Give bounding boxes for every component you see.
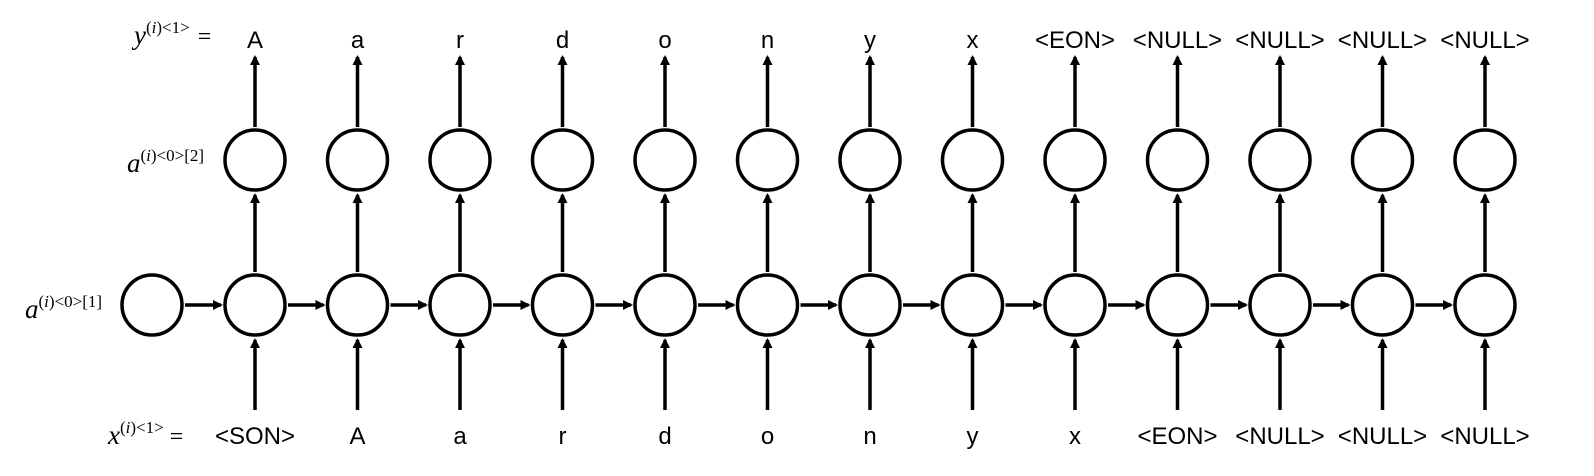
a2-row-label: a(i)<0>[2] [127,146,204,178]
input-token: <NULL> [1440,423,1529,450]
y-row-label: y(i)<1>= [131,18,211,50]
layer1-node [940,273,1005,337]
input-token: d [658,423,671,450]
output-token: <NULL> [1235,27,1324,54]
layer2-node [1453,128,1517,192]
input-token: A [349,423,365,450]
output-token: x [967,27,979,54]
layer2-node [940,128,1005,192]
output-token: r [456,27,464,54]
layer2-node [1043,128,1107,192]
layer2-node [1248,128,1312,192]
layer1-node [530,273,595,337]
input-token: o [761,423,774,450]
input-token: r [559,423,567,450]
layer2-node [633,128,697,192]
output-token: y [864,27,876,54]
output-token: a [351,27,365,54]
output-token: <NULL> [1338,27,1427,54]
layer2-node [735,128,800,192]
output-token: <NULL> [1440,27,1529,54]
output-token: n [761,27,774,54]
input-token: x [1069,423,1081,450]
output-token: <EON> [1035,27,1115,54]
initial-hidden-state-node [120,273,184,337]
layer1-node [325,273,390,337]
a1-row-label: a(i)<0>[1] [25,292,102,324]
input-token: y [967,423,979,450]
layer1-node [1248,273,1312,337]
output-token: <NULL> [1133,27,1222,54]
layer2-node [1350,128,1415,192]
input-token: <NULL> [1235,423,1324,450]
layer2-node [325,128,390,192]
output-token: A [247,27,263,54]
layer2-node [1145,128,1210,192]
layer1-node [1453,273,1517,337]
output-token: o [658,27,671,54]
x-row-label: x(i)<1>= [107,418,183,450]
network-graph: A<SON>aAradrodnoynxy<EON>x<NULL><EON><NU… [120,27,1530,450]
layer1-node [1043,273,1107,337]
output-token: d [556,27,569,54]
layer1-node [735,273,800,337]
input-token: n [863,423,876,450]
layer2-node [223,128,287,192]
layer1-node [1145,273,1210,337]
layer2-node [530,128,595,192]
input-token: a [453,423,467,450]
layer1-node [838,273,902,337]
layer1-node [1350,273,1415,337]
layer1-node [223,273,287,337]
input-token: <NULL> [1338,423,1427,450]
input-token: <EON> [1137,423,1217,450]
layer1-node [633,273,697,337]
layer2-node [428,128,492,192]
input-token: <SON> [215,423,295,450]
layer2-node [838,128,902,192]
layer1-node [428,273,492,337]
